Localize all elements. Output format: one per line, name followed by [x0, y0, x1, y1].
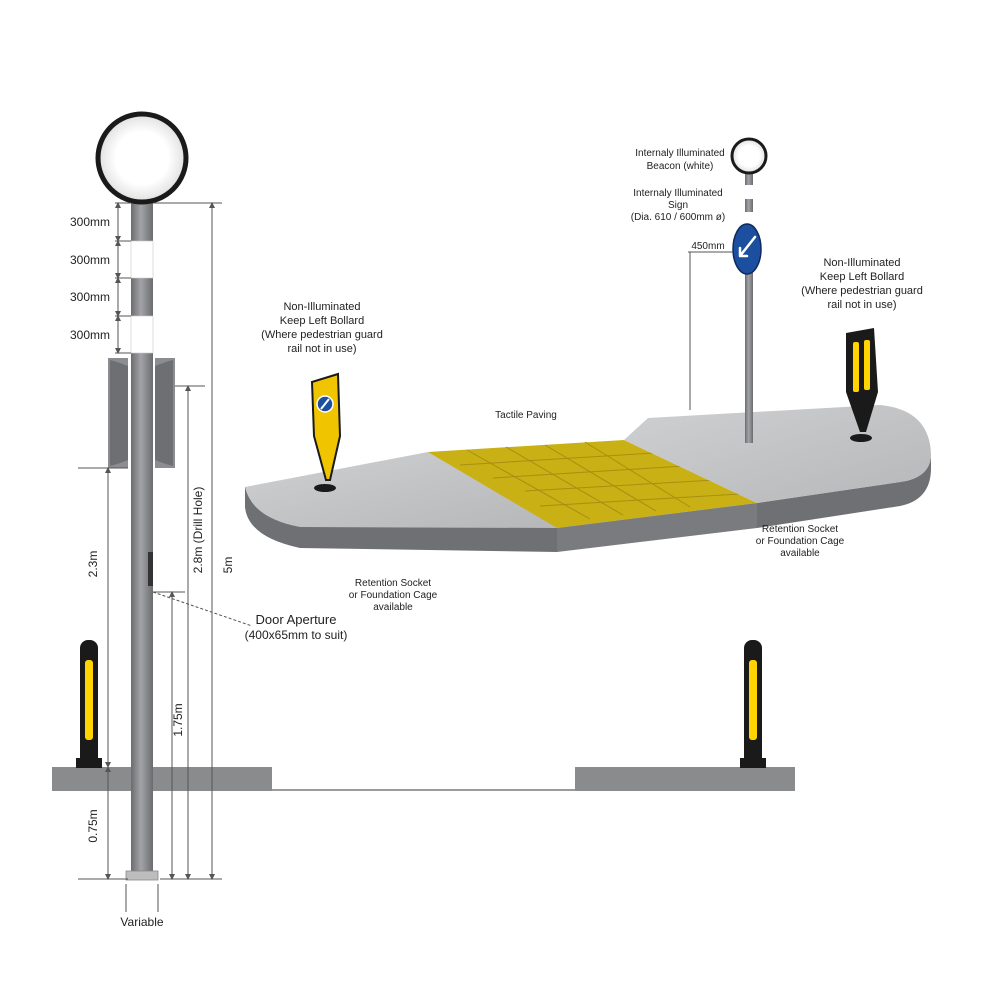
elevation-view: 300mm 300mm 300mm 300mm 2.3m 0.75m: [52, 111, 795, 929]
island-left-slab-top: [245, 452, 557, 528]
island-right-slab-top: [624, 405, 931, 503]
tactile-grid: [459, 441, 741, 520]
left-bollard-label-3: (Where pedestrian guard: [261, 329, 383, 341]
pole: [131, 203, 153, 873]
band-dimensions: [115, 202, 131, 354]
sign-label-1: Internaly Illuminated: [633, 188, 723, 199]
sign-label-3: (Dia. 610 / 600mm ø): [631, 212, 725, 223]
beacon-label-2: Beacon (white): [647, 161, 714, 172]
island-right-slab-side: [557, 503, 757, 552]
dim-below-ground: 0.75m: [86, 809, 100, 842]
island-perspective: [245, 137, 931, 552]
band-label-3: 300mm: [70, 290, 110, 304]
band-label-4: 300mm: [70, 328, 110, 342]
door-aperture: [148, 552, 153, 586]
right-bollard-label-1: Non-Illuminated: [823, 257, 900, 269]
socket-right-label-3: available: [780, 548, 820, 559]
sign-label-2: Sign: [668, 200, 688, 211]
left-bollard-label-4: rail not in use): [287, 343, 356, 355]
socket-left-label-2: or Foundation Cage: [349, 590, 438, 601]
island-beacon-globe: [730, 137, 768, 175]
socket-right-label-2: or Foundation Cage: [756, 536, 845, 547]
dim-door-height: 1.75m: [171, 703, 185, 736]
dim-total: 5m: [221, 557, 235, 574]
island-labels: Non-Illuminated Keep Left Bollard (Where…: [261, 148, 923, 613]
socket-left-label-3: available: [373, 602, 413, 613]
band-white-2: [130, 315, 154, 354]
ground-slab-left: [52, 767, 272, 791]
base-variable-label: Variable: [120, 915, 163, 929]
socket-left-label-1: Retention Socket: [355, 578, 431, 589]
right-bollard-label-4: rail not in use): [827, 299, 896, 311]
sign-offset-label: 450mm: [691, 241, 724, 252]
band-white-1: [130, 240, 154, 279]
beacon-label-1: Internaly Illuminated: [635, 148, 725, 159]
right-bollard-label-2: Keep Left Bollard: [820, 271, 904, 283]
island-bollard-left: [310, 372, 342, 481]
island-right-slab-side2: [757, 455, 931, 528]
base-plate: [125, 870, 159, 881]
left-bollard-label-2: Keep Left Bollard: [280, 315, 364, 327]
dim-above-ground: 2.3m: [86, 551, 100, 578]
door-aperture-size: (400x65mm to suit): [245, 628, 348, 642]
right-bollard-label-3: (Where pedestrian guard: [801, 285, 923, 297]
ground-slab-right: [575, 767, 795, 791]
height-dimensions: [78, 202, 253, 880]
tactile-paving-label: Tactile Paving: [495, 410, 557, 421]
band-label-2: 300mm: [70, 253, 110, 267]
socket-right-label-1: Retention Socket: [762, 524, 838, 535]
band-label-1: 300mm: [70, 215, 110, 229]
left-bollard-label-1: Non-Illuminated: [283, 301, 360, 313]
dim-drill-hole: 2.8m (Drill Hole): [191, 487, 205, 574]
door-aperture-title: Door Aperture: [256, 612, 337, 627]
island-pole: [745, 168, 753, 443]
beacon-globe: [95, 111, 189, 205]
